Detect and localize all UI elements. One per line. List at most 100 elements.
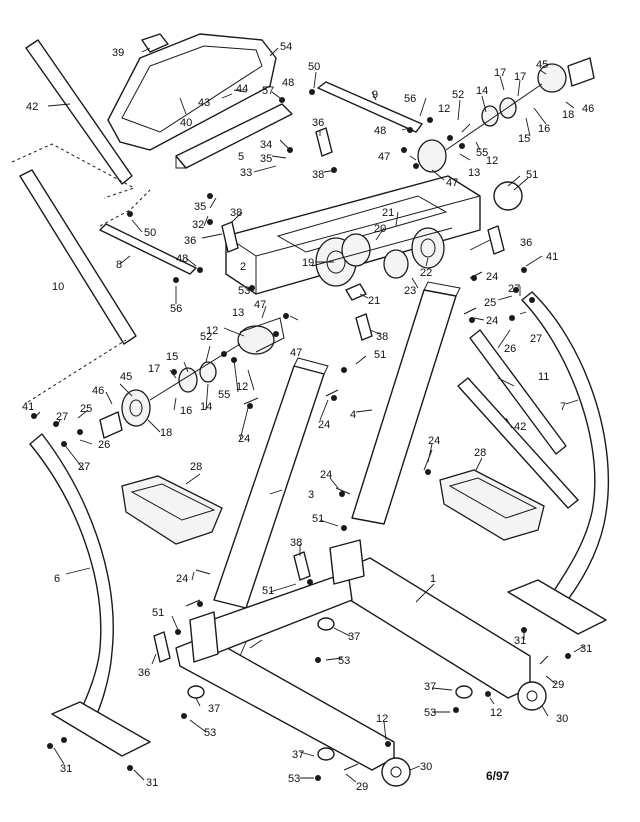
callout-39: 39: [112, 47, 124, 59]
callout-26-right: 26: [504, 343, 516, 355]
callout-38-right: 38: [376, 331, 388, 343]
callout-2: 2: [240, 261, 246, 273]
callout-1: 1: [430, 573, 436, 585]
part-wheel-left: [381, 757, 411, 787]
callout-37-mid: 37: [348, 631, 360, 643]
callout-24-right: 24: [486, 271, 498, 283]
part-pedal-left-top: [130, 483, 216, 521]
callout-33: 33: [240, 167, 252, 179]
callout-41-right: 41: [546, 251, 558, 263]
part-foot-pad-3: [455, 685, 473, 699]
callout-50-mid: 50: [144, 227, 156, 239]
callout-46-mid: 46: [92, 385, 104, 397]
crossbar-top-plate: [276, 195, 448, 253]
part-foot-pad-4: [317, 747, 335, 761]
part-bracket-left: [189, 611, 219, 663]
callout-57: 57: [262, 85, 274, 97]
callout-31-right-b: 31: [580, 643, 592, 655]
callout-38-top: 38: [312, 169, 324, 181]
callout-36-right: 36: [520, 237, 532, 249]
part-axle: [311, 227, 453, 267]
part-clamp-36-d: [487, 225, 505, 255]
callout-11: 11: [538, 371, 549, 383]
part-foot-plate-right: [507, 579, 607, 635]
part-clamp-36-a: [315, 127, 333, 157]
callout-38-lower: 38: [290, 537, 302, 549]
part-pedal-right: [439, 469, 545, 541]
callout-13-top: 13: [468, 167, 480, 179]
part-pivot-rod-left: [99, 223, 197, 275]
leader-lines: [35, 47, 585, 783]
callout-7: 7: [560, 401, 566, 413]
part-wheel-left-hub: [390, 766, 402, 778]
date-code: 6/97: [486, 769, 510, 783]
assembly-guide-lines: [11, 143, 151, 403]
callout-24-lower: 24: [176, 573, 188, 585]
callout-4: 4: [350, 409, 356, 421]
callout-27-right: 27: [508, 283, 520, 295]
part-foot-pad-1: [317, 617, 335, 631]
callout-56-top: 56: [404, 93, 416, 105]
callout-5: 5: [238, 151, 244, 163]
callout-40: 40: [180, 117, 192, 129]
callout-28-right: 28: [474, 447, 486, 459]
callout-31-left-b: 31: [146, 777, 158, 789]
callout-9: 9: [372, 89, 378, 101]
callout-12-top: 12: [438, 103, 450, 115]
callout-25-left: 25: [80, 403, 92, 415]
callout-38-mid: 38: [230, 207, 242, 219]
callout-49: 48: [282, 77, 294, 89]
callout-48-mid: 48: [176, 253, 188, 265]
callout-21-mid: 21: [368, 295, 380, 307]
callout-12b-top: 12: [486, 155, 498, 167]
callout-53-right: 53: [424, 707, 436, 719]
part-upper-bar-left: [25, 39, 133, 185]
part-flywheel-right-hub: [420, 238, 436, 258]
part-crank-disc-45: [121, 389, 151, 427]
callout-17b-top: 17: [514, 71, 526, 83]
callout-19: 19: [302, 257, 314, 269]
part-clamp-36-c: [355, 313, 373, 341]
callout-53-mid-b: 53: [338, 655, 350, 667]
callout-17-mid: 17: [148, 363, 160, 375]
part-console: [107, 33, 277, 151]
callout-51-lower: 51: [312, 513, 324, 525]
callout-36-mid: 36: [184, 235, 196, 247]
part-pivot-housing-right: [417, 139, 447, 173]
callout-52-mid: 52: [200, 331, 212, 343]
callout-44: 44: [236, 83, 248, 95]
callout-22: 22: [420, 267, 432, 279]
callout-47b-top: 47: [446, 177, 458, 189]
part-pedal-left: [121, 475, 223, 545]
callout-35-mid: 35: [194, 201, 206, 213]
callout-51-mid: 51: [374, 349, 386, 361]
callout-3: 3: [308, 489, 314, 501]
callout-55-mid: 55: [218, 389, 230, 401]
part-curved-leg-left: [29, 433, 114, 725]
callout-21-top: 21: [382, 207, 394, 219]
part-console-bracket: [141, 33, 169, 53]
callout-51-lower-c: 51: [152, 607, 164, 619]
callout-41-left: 41: [22, 401, 34, 413]
part-bracket-center: [329, 539, 365, 585]
callout-37-left: 37: [208, 703, 220, 715]
part-right-pivot-axle: [445, 83, 543, 151]
callout-55-top: 55: [476, 147, 488, 159]
callout-25-right: 25: [484, 297, 496, 309]
callout-48-top: 48: [374, 125, 386, 137]
front-leg-edge: [423, 281, 461, 297]
part-flywheel-mid: [341, 233, 371, 267]
callout-12-lower: 12: [376, 713, 388, 725]
callout-30-right: 30: [556, 713, 568, 725]
callout-53-lower: 53: [288, 773, 300, 785]
callout-43: 43: [198, 97, 210, 109]
callout-14-top: 14: [476, 85, 488, 97]
callout-32: 32: [192, 219, 204, 231]
part-upper-bar-right: [457, 377, 579, 509]
callout-52-top: 52: [452, 89, 464, 101]
console-face: [121, 45, 263, 133]
callout-56-mid: 56: [170, 303, 182, 315]
part-clamp-36-f: [153, 631, 171, 663]
callout-45-mid: 45: [120, 371, 132, 383]
part-flywheel-right: [411, 227, 445, 269]
